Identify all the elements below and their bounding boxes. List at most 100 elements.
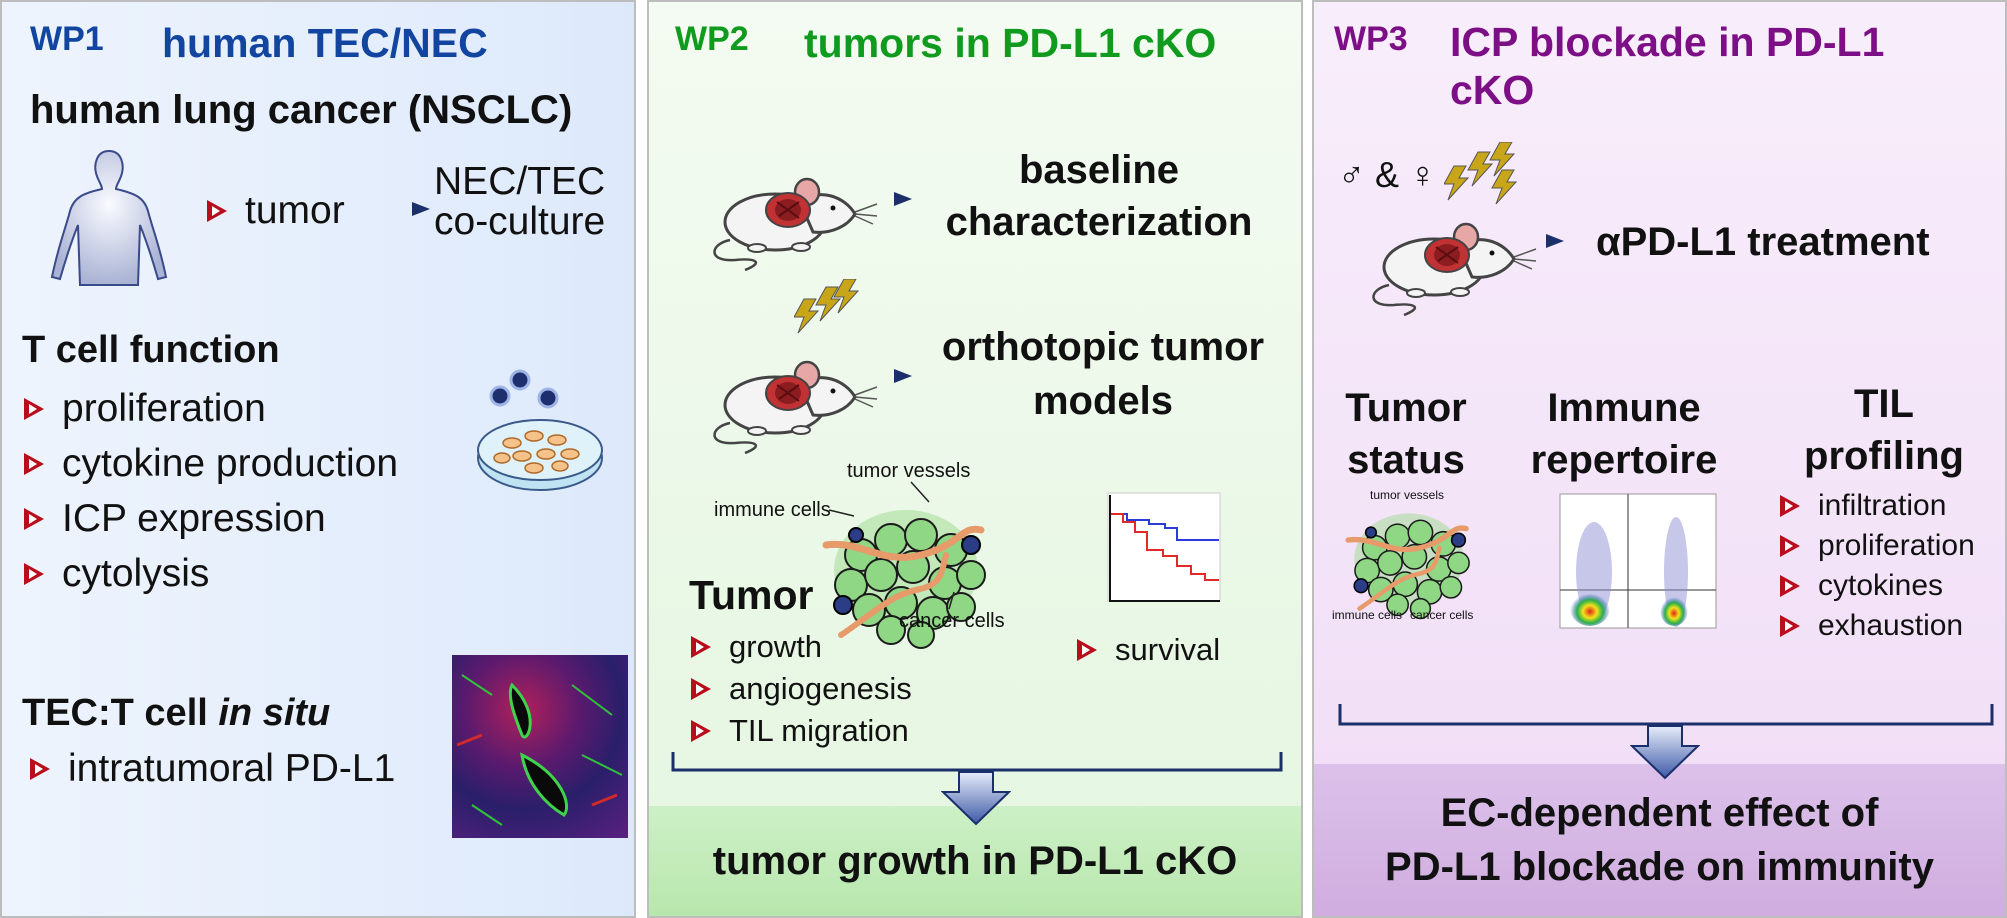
bullet-triangle-icon: [24, 398, 44, 420]
human-body-icon: [50, 149, 168, 286]
tumor-label: angiogenesis: [729, 671, 912, 706]
wp2-tag: WP2: [675, 20, 749, 58]
flow-cytometry-plot: [1559, 493, 1717, 629]
wp3-panel: WP3 ICP blockade in PD-L1 cKO ♂ & ♀ αPD-…: [1312, 0, 2007, 918]
bullet-triangle-icon: [24, 453, 44, 475]
survival-curve-icon: [1107, 492, 1221, 602]
bullet-triangle-icon: [24, 508, 44, 530]
ortho-line1: orthotopic tumor: [941, 325, 1265, 369]
bullet-triangle-icon: [691, 720, 711, 742]
tumor-status-heading: Tumor status: [1336, 382, 1476, 486]
bullet-triangle-icon: [1077, 639, 1097, 661]
insitu-item: intratumoral PD-L1: [68, 747, 396, 790]
til-label: cytokines: [1818, 569, 1944, 602]
tcell-label: cytolysis: [62, 552, 210, 595]
survival-row: survival: [1077, 632, 1220, 668]
bracket-divider: [671, 752, 1283, 772]
tcell-item: ICP expression: [24, 497, 326, 541]
bullet-triangle-icon: [1780, 495, 1800, 517]
bullet-triangle-icon: [24, 563, 44, 585]
micrograph-image: [452, 655, 628, 838]
immune-cells-label: immune cells: [714, 499, 831, 521]
til-label: exhaustion: [1818, 609, 1964, 642]
bullet-triangle-icon: [1780, 535, 1800, 557]
bullet-triangle-icon: [691, 636, 711, 658]
down-arrow-icon: [941, 771, 1011, 826]
col1-line2: status: [1347, 438, 1465, 482]
cancer-cells-label: cancer cells: [1410, 608, 1474, 622]
immune-cells-label: immune cells: [1332, 608, 1403, 622]
wp3-result-line1: EC-dependent effect of: [1440, 791, 1879, 835]
tcell-label: proliferation: [62, 387, 266, 430]
bullet-triangle-icon: [691, 678, 711, 700]
arrow-right-icon: [894, 192, 912, 206]
petri-dish-icon: [477, 369, 603, 491]
col3-line2: profiling: [1804, 434, 1964, 478]
tumor-label: growth: [729, 629, 823, 664]
tumor-vessels-label: tumor vessels: [1370, 488, 1445, 502]
wp2-title: tumors in PD-L1 cKO: [804, 20, 1217, 66]
lightning-icon: [1444, 142, 1517, 204]
wp3-title-line1: ICP blockade in PD-L1: [1450, 19, 1885, 65]
tcell-label: cytokine production: [62, 442, 399, 485]
arrow-right-icon: [1546, 234, 1564, 248]
tcell-item: proliferation: [24, 387, 266, 431]
ortho-line2: models: [1032, 379, 1174, 423]
insitu-row: intratumoral PD-L1: [30, 747, 395, 791]
cancer-cells-label: cancer cells: [899, 610, 1005, 632]
bracket-divider: [1338, 704, 1994, 726]
insitu-prefix: TEC:T cell: [22, 692, 219, 734]
til-label: proliferation: [1818, 529, 1975, 562]
tumor-label: tumor: [245, 189, 345, 232]
baseline-label: baseline characterization: [929, 144, 1269, 248]
wp3-title: ICP blockade in PD-L1 cKO: [1450, 18, 1884, 114]
coculture-line1: NEC/TEC: [434, 160, 606, 203]
insitu-heading: TEC:T cell in situ: [22, 692, 330, 735]
til-item: proliferation: [1780, 529, 1975, 563]
down-arrow-icon: [1630, 725, 1700, 780]
micrograph-vessel-overlay: [456, 674, 623, 826]
tumor-item: growth: [691, 629, 822, 665]
bullet-triangle-icon: [207, 200, 227, 222]
col2-line2: repertoire: [1530, 438, 1718, 482]
treatment-label: αPD-L1 treatment: [1596, 220, 1930, 264]
til-label: infiltration: [1818, 489, 1947, 522]
tcell-item: cytokine production: [24, 442, 398, 486]
tumor-illustration: [1344, 502, 1474, 620]
coculture-label: NEC/TEC co-culture: [434, 162, 605, 242]
tumor-label: TIL migration: [729, 713, 909, 748]
wp3-result-line2: PD-L1 blockade on immunity: [1385, 845, 1934, 889]
til-item: infiltration: [1780, 489, 1946, 523]
tumor-vessels-label: tumor vessels: [847, 460, 971, 482]
wp1-title: human TEC/NEC: [162, 20, 488, 66]
col2-line1: Immune: [1547, 386, 1701, 430]
sex-symbols: ♂ & ♀: [1338, 154, 1437, 195]
tumor-item: TIL migration: [691, 713, 909, 749]
survival-label: survival: [1115, 632, 1221, 667]
baseline-line2: characterization: [945, 200, 1253, 244]
bullet-triangle-icon: [1780, 615, 1800, 637]
tumor-row: tumor: [207, 189, 345, 233]
coculture-line2: co-culture: [434, 200, 606, 243]
arrow-right-icon: [894, 369, 912, 383]
wp1-subtitle: human lung cancer (NSCLC): [30, 88, 573, 132]
col1-line1: Tumor: [1345, 386, 1467, 430]
immune-repertoire-heading: Immune repertoire: [1514, 382, 1734, 486]
baseline-line1: baseline: [1018, 148, 1180, 192]
wp3-tag: WP3: [1334, 20, 1408, 58]
tumor-heading: Tumor: [689, 572, 814, 618]
wp1-tag: WP1: [30, 20, 104, 58]
ortho-label: orthotopic tumor models: [913, 320, 1293, 428]
insitu-italic: in situ: [218, 692, 331, 734]
wp2-panel: WP2 tumors in PD-L1 cKO baseline charact…: [647, 0, 1303, 918]
arrow-right-icon: [412, 202, 430, 216]
tcell-heading: T cell function: [22, 329, 280, 371]
col3-line1: TIL: [1854, 382, 1914, 426]
til-item: cytokines: [1780, 569, 1943, 603]
wp1-panel: WP1 human TEC/NEC human lung cancer (NSC…: [0, 0, 636, 918]
tcell-item: cytolysis: [24, 552, 209, 596]
tcell-label: ICP expression: [62, 497, 326, 540]
wp2-result: tumor growth in PD-L1 cKO: [712, 838, 1238, 883]
til-item: exhaustion: [1780, 609, 1963, 643]
bullet-triangle-icon: [1780, 575, 1800, 597]
